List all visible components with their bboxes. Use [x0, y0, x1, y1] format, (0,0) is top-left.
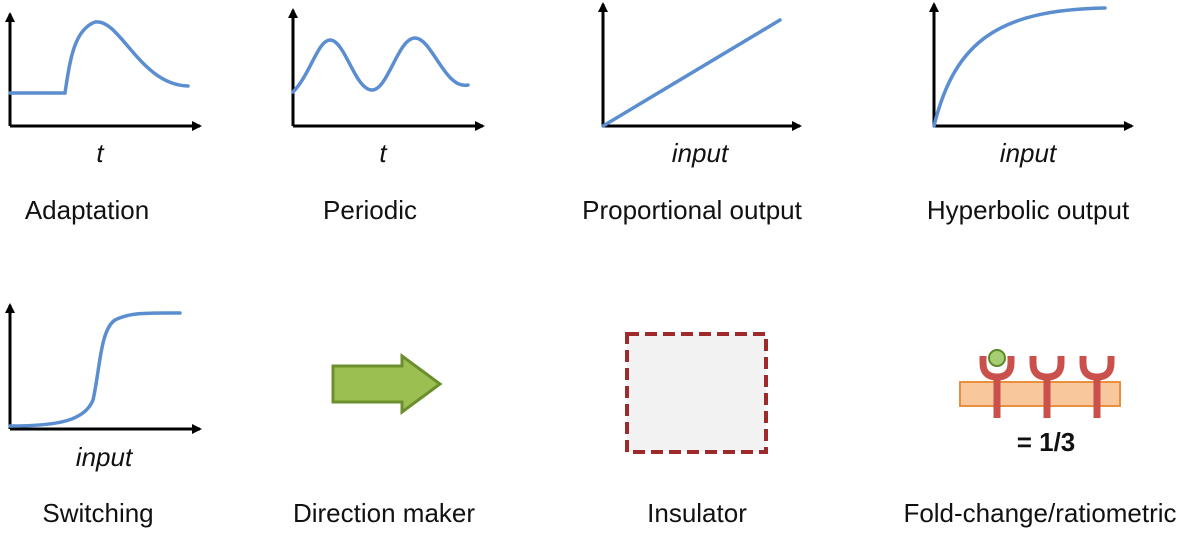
- periodic-caption: Periodic: [323, 195, 417, 225]
- periodic-axis-label: t: [379, 138, 387, 168]
- ligand-icon: [988, 349, 1006, 367]
- dashed-box-icon: [625, 332, 768, 454]
- insulator-caption: Insulator: [647, 498, 747, 528]
- receptor-1: [979, 356, 1015, 418]
- adaptation-caption: Adaptation: [24, 195, 150, 225]
- hyperbolic-graph: [929, 2, 1134, 131]
- periodic-graph: [288, 8, 485, 131]
- proportional-curve: [601, 18, 782, 128]
- receptor-2: [1029, 356, 1065, 418]
- periodic-curve: [291, 36, 470, 94]
- adaptation-curve: [8, 20, 190, 95]
- receptor-membrane-icon: [959, 349, 1121, 418]
- switching-axis-label: input: [75, 442, 133, 472]
- adaptation-graph: [4, 12, 202, 131]
- hyperbolic-caption: Hyperbolic output: [926, 195, 1130, 225]
- ratio-label: = 1/3: [1016, 427, 1076, 457]
- switching-graph: [4, 303, 202, 434]
- membrane-band: [959, 381, 1121, 407]
- direction-caption: Direction maker: [292, 498, 476, 528]
- direction-arrow: [331, 353, 443, 415]
- hyperbolic-curve: [932, 6, 1107, 128]
- foldchange-caption: Fold-change/ratiometric: [903, 498, 1177, 528]
- receptor-3: [1079, 356, 1115, 418]
- proportional-caption: Proportional output: [582, 195, 802, 225]
- insulator-box: [625, 332, 768, 454]
- right-arrow-icon: [331, 353, 443, 415]
- switching-caption: Switching: [42, 498, 154, 528]
- hyperbolic-axis-label: input: [999, 138, 1057, 168]
- adaptation-axis-label: t: [96, 138, 104, 168]
- proportional-axis-label: input: [671, 138, 729, 168]
- switching-curve: [8, 311, 182, 428]
- proportional-graph: [598, 2, 802, 131]
